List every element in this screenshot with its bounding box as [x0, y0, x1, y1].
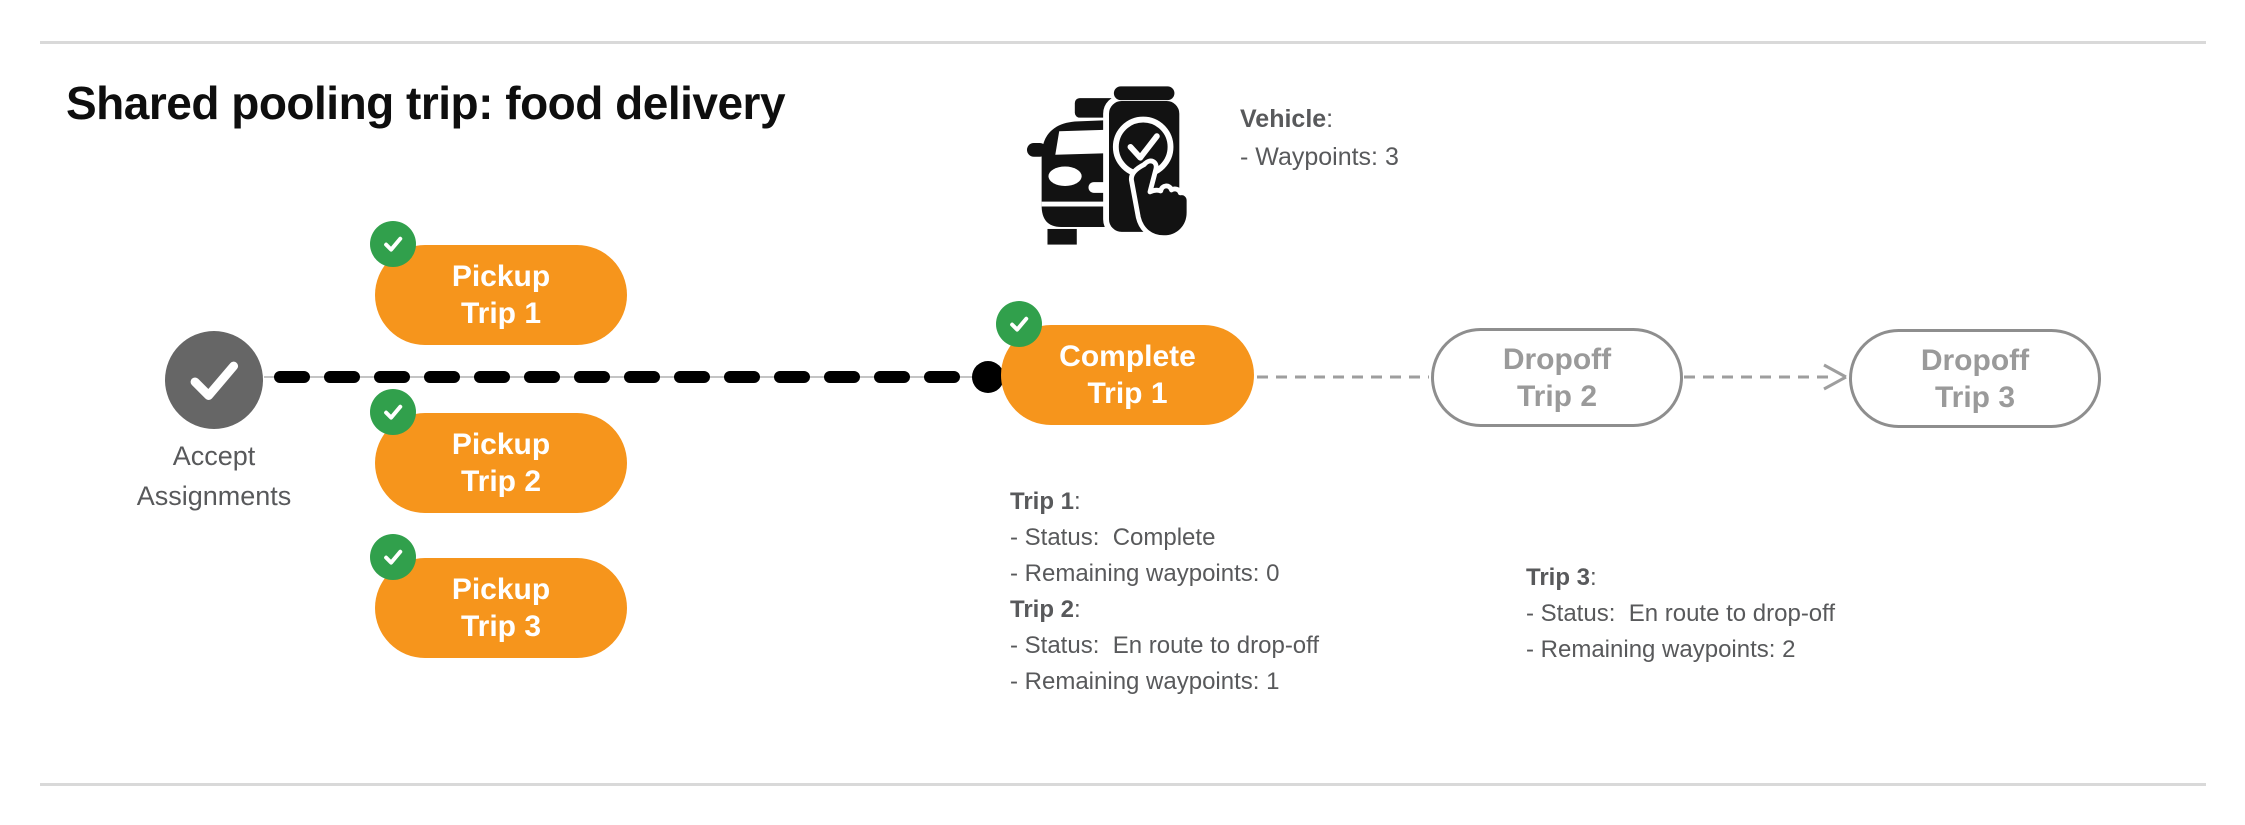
node-dropoff-trip-2: Dropoff Trip 2 — [1431, 328, 1683, 427]
node-label-line2: Trip 3 — [460, 610, 542, 643]
node-label-line1: Pickup — [451, 260, 551, 293]
node-label-line1: Dropoff — [1502, 342, 1612, 376]
vehicle-icon — [1026, 84, 1192, 246]
trip-2-name: Trip 2 — [1010, 596, 1075, 623]
node-label-line1: Dropoff — [1920, 343, 2030, 377]
node-pickup-trip-3: Pickup Trip 3 — [370, 534, 627, 658]
colon: : — [1074, 488, 1081, 515]
accept-label-line1: Accept — [172, 441, 256, 471]
top-divider — [40, 41, 2206, 44]
trip-1-name: Trip 1 — [1010, 488, 1075, 515]
node-label-line2: Trip 2 — [1516, 379, 1598, 413]
colon: : — [1074, 596, 1081, 623]
vehicle-colon: : — [1326, 105, 1334, 133]
node-accept-assignments — [165, 331, 263, 429]
node-complete-trip-1: Complete Trip 1 — [996, 301, 1254, 425]
node-dropoff-trip-3: Dropoff Trip 3 — [1849, 329, 2101, 428]
vehicle-label: Vehicle: — [1240, 100, 1399, 138]
trip-2-heading: Trip 2: — [1010, 592, 1319, 628]
node-label-line2: Trip 1 — [1087, 377, 1168, 410]
node-label-line2: Trip 2 — [460, 465, 542, 498]
node-label-line2: Trip 1 — [460, 297, 542, 330]
trip-status-block-2: Trip 3: - Status: En route to drop-off -… — [1526, 560, 1835, 668]
node-label-line1: Pickup — [451, 573, 551, 606]
vehicle-name-text: Vehicle — [1240, 105, 1327, 133]
check-badge-icon — [370, 221, 416, 267]
trip-1-waypoints-line: - Remaining waypoints: 0 — [1010, 560, 1280, 587]
trip-3-heading: Trip 3: — [1526, 560, 1835, 596]
colon: : — [1590, 564, 1597, 591]
trip-3-name: Trip 3 — [1526, 564, 1591, 591]
arrowhead-icon — [1823, 363, 1847, 391]
node-label-line1: Complete — [1059, 340, 1196, 373]
node-pickup-trip-1: Pickup Trip 1 — [370, 221, 627, 345]
trip-status-block-1: Trip 1: - Status: Complete - Remaining w… — [1010, 484, 1319, 700]
trip-2-status-line: - Status: En route to drop-off — [1010, 632, 1320, 659]
check-badge-icon — [370, 534, 416, 580]
check-badge-icon — [996, 301, 1042, 347]
node-label-line1: Pickup — [451, 428, 551, 461]
page-title: Shared pooling trip: food delivery — [66, 77, 786, 129]
vehicle-info: Vehicle: - Waypoints: 3 — [1240, 100, 1399, 176]
trip-1-status-line: - Status: Complete — [1010, 524, 1216, 551]
trip-3-waypoints-line: - Remaining waypoints: 2 — [1526, 636, 1796, 663]
bottom-divider — [40, 783, 2206, 786]
node-pickup-trip-2: Pickup Trip 2 — [370, 389, 627, 513]
check-badge-icon — [370, 389, 416, 435]
junction-dot — [972, 361, 1004, 393]
trip-2-waypoints-line: - Remaining waypoints: 1 — [1010, 668, 1280, 695]
vehicle-waypoints-line: - Waypoints: 3 — [1240, 143, 1399, 171]
check-icon — [190, 361, 239, 400]
trip-3-status-line: - Status: En route to drop-off — [1526, 600, 1836, 627]
accept-assignments-label: Accept Assignments — [64, 436, 364, 516]
accept-label-line2: Assignments — [136, 481, 292, 511]
taxi-phone-check-icon — [1026, 86, 1192, 245]
trip-1-heading: Trip 1: — [1010, 484, 1319, 520]
node-label-line2: Trip 3 — [1934, 380, 2016, 414]
